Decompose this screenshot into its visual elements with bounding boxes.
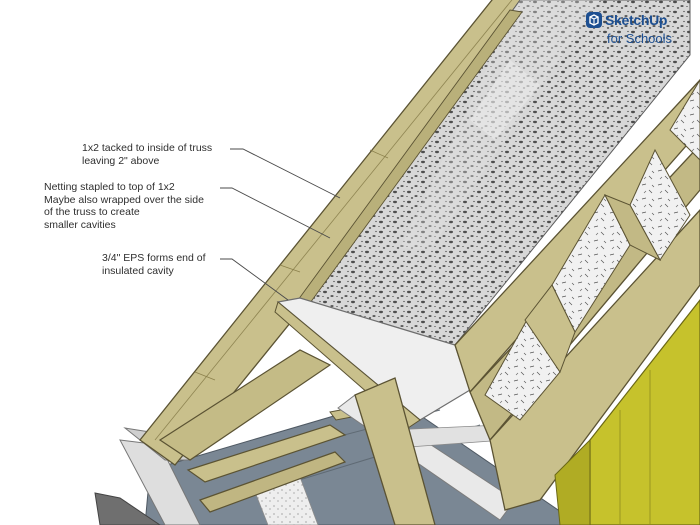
right-truss	[454, 79, 700, 511]
leader-line-2	[220, 187, 331, 239]
lower-left-chord	[158, 349, 332, 461]
callout-netting-note: Netting stapled to top of 1x2 Maybe also…	[44, 181, 204, 231]
insulated-cavity-fill	[304, 0, 691, 346]
wall-siding	[554, 299, 700, 525]
logo-subtitle: for Schools	[607, 31, 673, 46]
logo-title: SketchUp	[605, 12, 668, 28]
callout-nailer-note: 1x2 tacked to inside of truss leaving 2"…	[82, 142, 213, 167]
leader-lines	[220, 148, 341, 301]
sketchup-logo-icon	[586, 12, 602, 28]
sketchup-logo: SketchUp for Schools	[585, 9, 695, 49]
leader-line-3	[220, 258, 289, 301]
leader-line-1	[230, 148, 341, 199]
callout-eps-note: 3/4" EPS forms end of insulated cavity	[102, 252, 206, 277]
center-post	[354, 377, 436, 525]
